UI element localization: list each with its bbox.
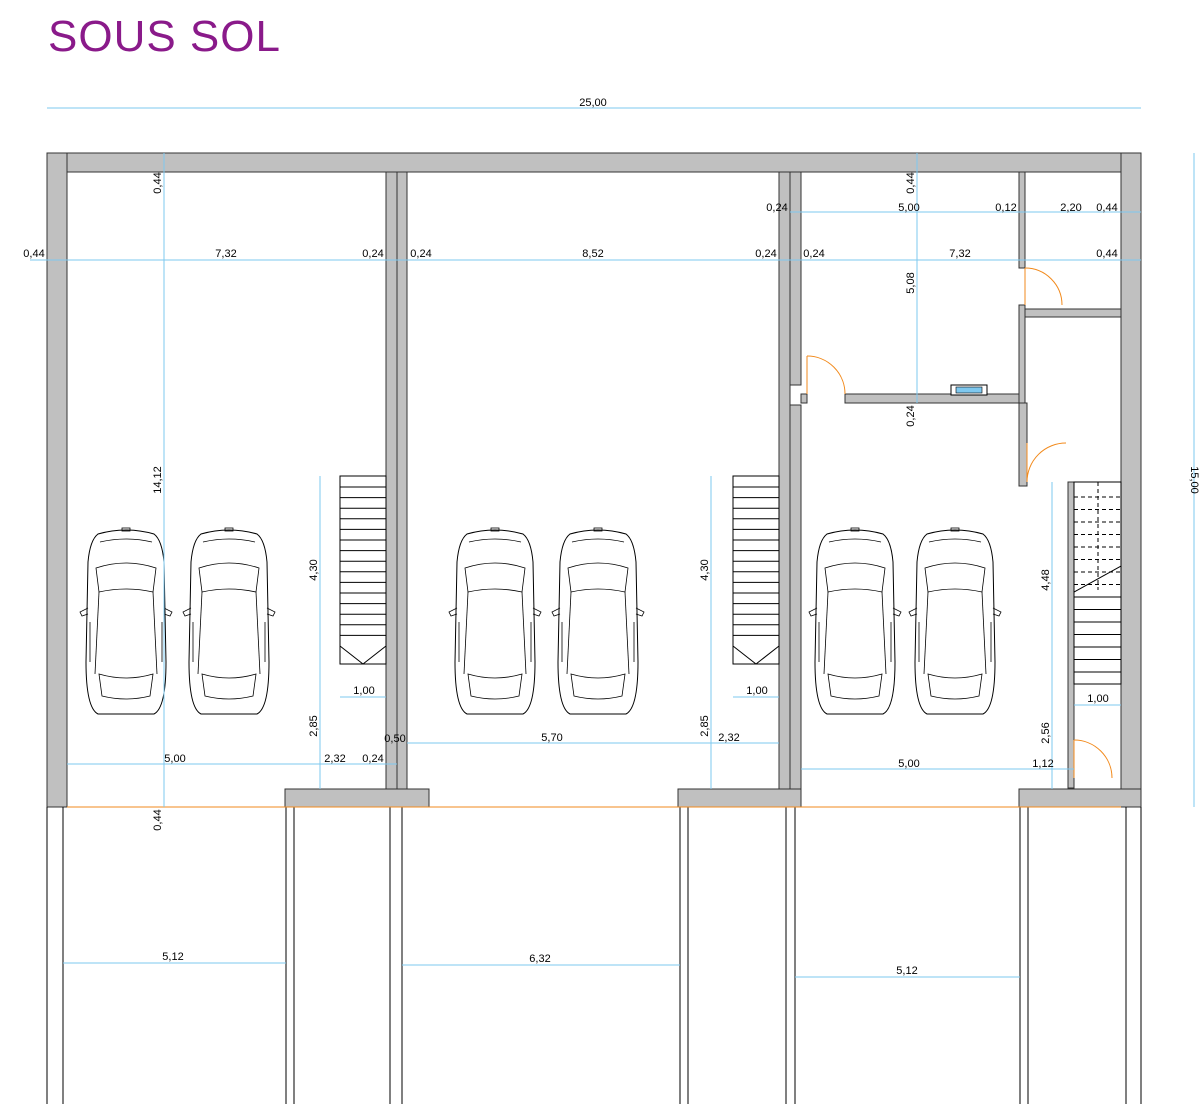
dim-g1-front-wall: 0,24	[362, 753, 383, 765]
dim-overall-depth: 15,00	[1188, 466, 1200, 494]
dim-g3-width: 7,32	[949, 248, 970, 260]
room-wall-vertical-mid	[1018, 304, 1026, 404]
right-wall	[1120, 152, 1142, 808]
stair-3	[1073, 481, 1122, 685]
dim-g3-room-depth: 5,08	[905, 272, 917, 293]
dim-g3-front-side: 1,12	[1032, 758, 1053, 770]
partition-wall-2b	[789, 171, 802, 386]
dim-g3-left-wall: 0,24	[803, 248, 824, 260]
dim-g3-front-width: 5,00	[898, 758, 919, 770]
dim-g3-room-width: 5,00	[898, 202, 919, 214]
partition-wall-1	[385, 171, 398, 790]
dim-g3-right-wall: 0,44	[1096, 248, 1117, 260]
dimension-lines	[30, 107, 1195, 978]
dim-g2-front-side: 2,32	[718, 732, 739, 744]
plan-title: SOUS SOL	[48, 12, 281, 61]
car-icon	[448, 527, 542, 715]
dim-g3-mid-wall: 0,24	[905, 405, 917, 426]
front-pillar-1	[284, 788, 430, 808]
dim-g2-stair-clear: 2,85	[699, 715, 711, 736]
dim-g3-ramp-width: 5,12	[896, 965, 917, 977]
dim-g3-stair-width: 1,00	[1087, 693, 1108, 705]
stair-wall-3	[1067, 481, 1075, 789]
dim-g1-bottom-wall: 0,44	[152, 809, 164, 830]
room-wall-vertical-top	[1018, 171, 1026, 269]
dim-g2-ramp-width: 6,32	[529, 953, 550, 965]
dim-g2-right-wall: 0,24	[755, 248, 776, 260]
partition-wall-2	[778, 171, 791, 808]
front-pillar-3	[1018, 788, 1142, 808]
front-pillar-2	[677, 788, 802, 808]
dim-g2-left-wall: 0,24	[410, 248, 431, 260]
dim-g3-partition: 0,12	[995, 202, 1016, 214]
dimension-labels: 25,00 15,00 0,44 0,44 7,32 0,24 0,24 8,5…	[23, 97, 1200, 977]
partition-wall-2c	[789, 404, 802, 808]
left-wall	[46, 152, 68, 808]
stair-1	[339, 475, 387, 665]
car-icon	[182, 527, 276, 715]
dim-overall-width: 25,00	[579, 97, 607, 109]
dim-g1-front-width: 5,00	[164, 753, 185, 765]
dim-g1-front-side: 2,32	[324, 753, 345, 765]
dim-g1-depth: 14,12	[152, 466, 164, 494]
dim-g1-width: 7,32	[215, 248, 236, 260]
dim-g3-small-room: 2,20	[1060, 202, 1081, 214]
doors	[806, 267, 1113, 779]
dim-g2-stair-length: 4,30	[699, 559, 711, 580]
car-icon	[808, 527, 902, 715]
dim-g3-stair-length: 4,48	[1040, 569, 1052, 590]
dim-g3-upper-right-wall: 0,44	[1096, 202, 1117, 214]
dim-g1-stair-width: 1,00	[353, 685, 374, 697]
dim-g1-stair-length: 4,30	[308, 559, 320, 580]
door-jamb	[800, 393, 808, 404]
car-icon	[551, 527, 645, 715]
dim-g2-width: 8,52	[582, 248, 603, 260]
room-wall-vertical-low	[1018, 402, 1028, 487]
dim-g3-upper-left-wall: 0,24	[766, 202, 787, 214]
dim-g1-right-wall: 0,24	[362, 248, 383, 260]
dim-g1-ramp-width: 5,12	[162, 951, 183, 963]
wall-radiator-icon	[950, 384, 988, 396]
partition-wall-1b	[396, 171, 408, 790]
dim-g2-front-width: 5,70	[541, 732, 562, 744]
driveway-area	[46, 806, 1142, 1104]
stair-2	[732, 475, 780, 665]
dim-g1-left-wall: 0,44	[23, 248, 44, 260]
dim-g3-top-wall: 0,44	[905, 172, 917, 193]
car-icon	[908, 527, 1002, 715]
dim-g2-front-left: 0,50	[384, 733, 405, 745]
dim-g1-stair-clear: 2,85	[308, 715, 320, 736]
cars	[79, 527, 1002, 715]
top-wall	[46, 152, 1142, 173]
dim-g1-top-wall: 0,44	[152, 172, 164, 193]
dim-g3-stair-clear: 2,56	[1040, 722, 1052, 743]
room-wall-horizontal	[844, 393, 1026, 404]
dim-g2-stair-width: 1,00	[746, 685, 767, 697]
car-icon	[79, 527, 173, 715]
small-room-wall	[1024, 308, 1122, 318]
